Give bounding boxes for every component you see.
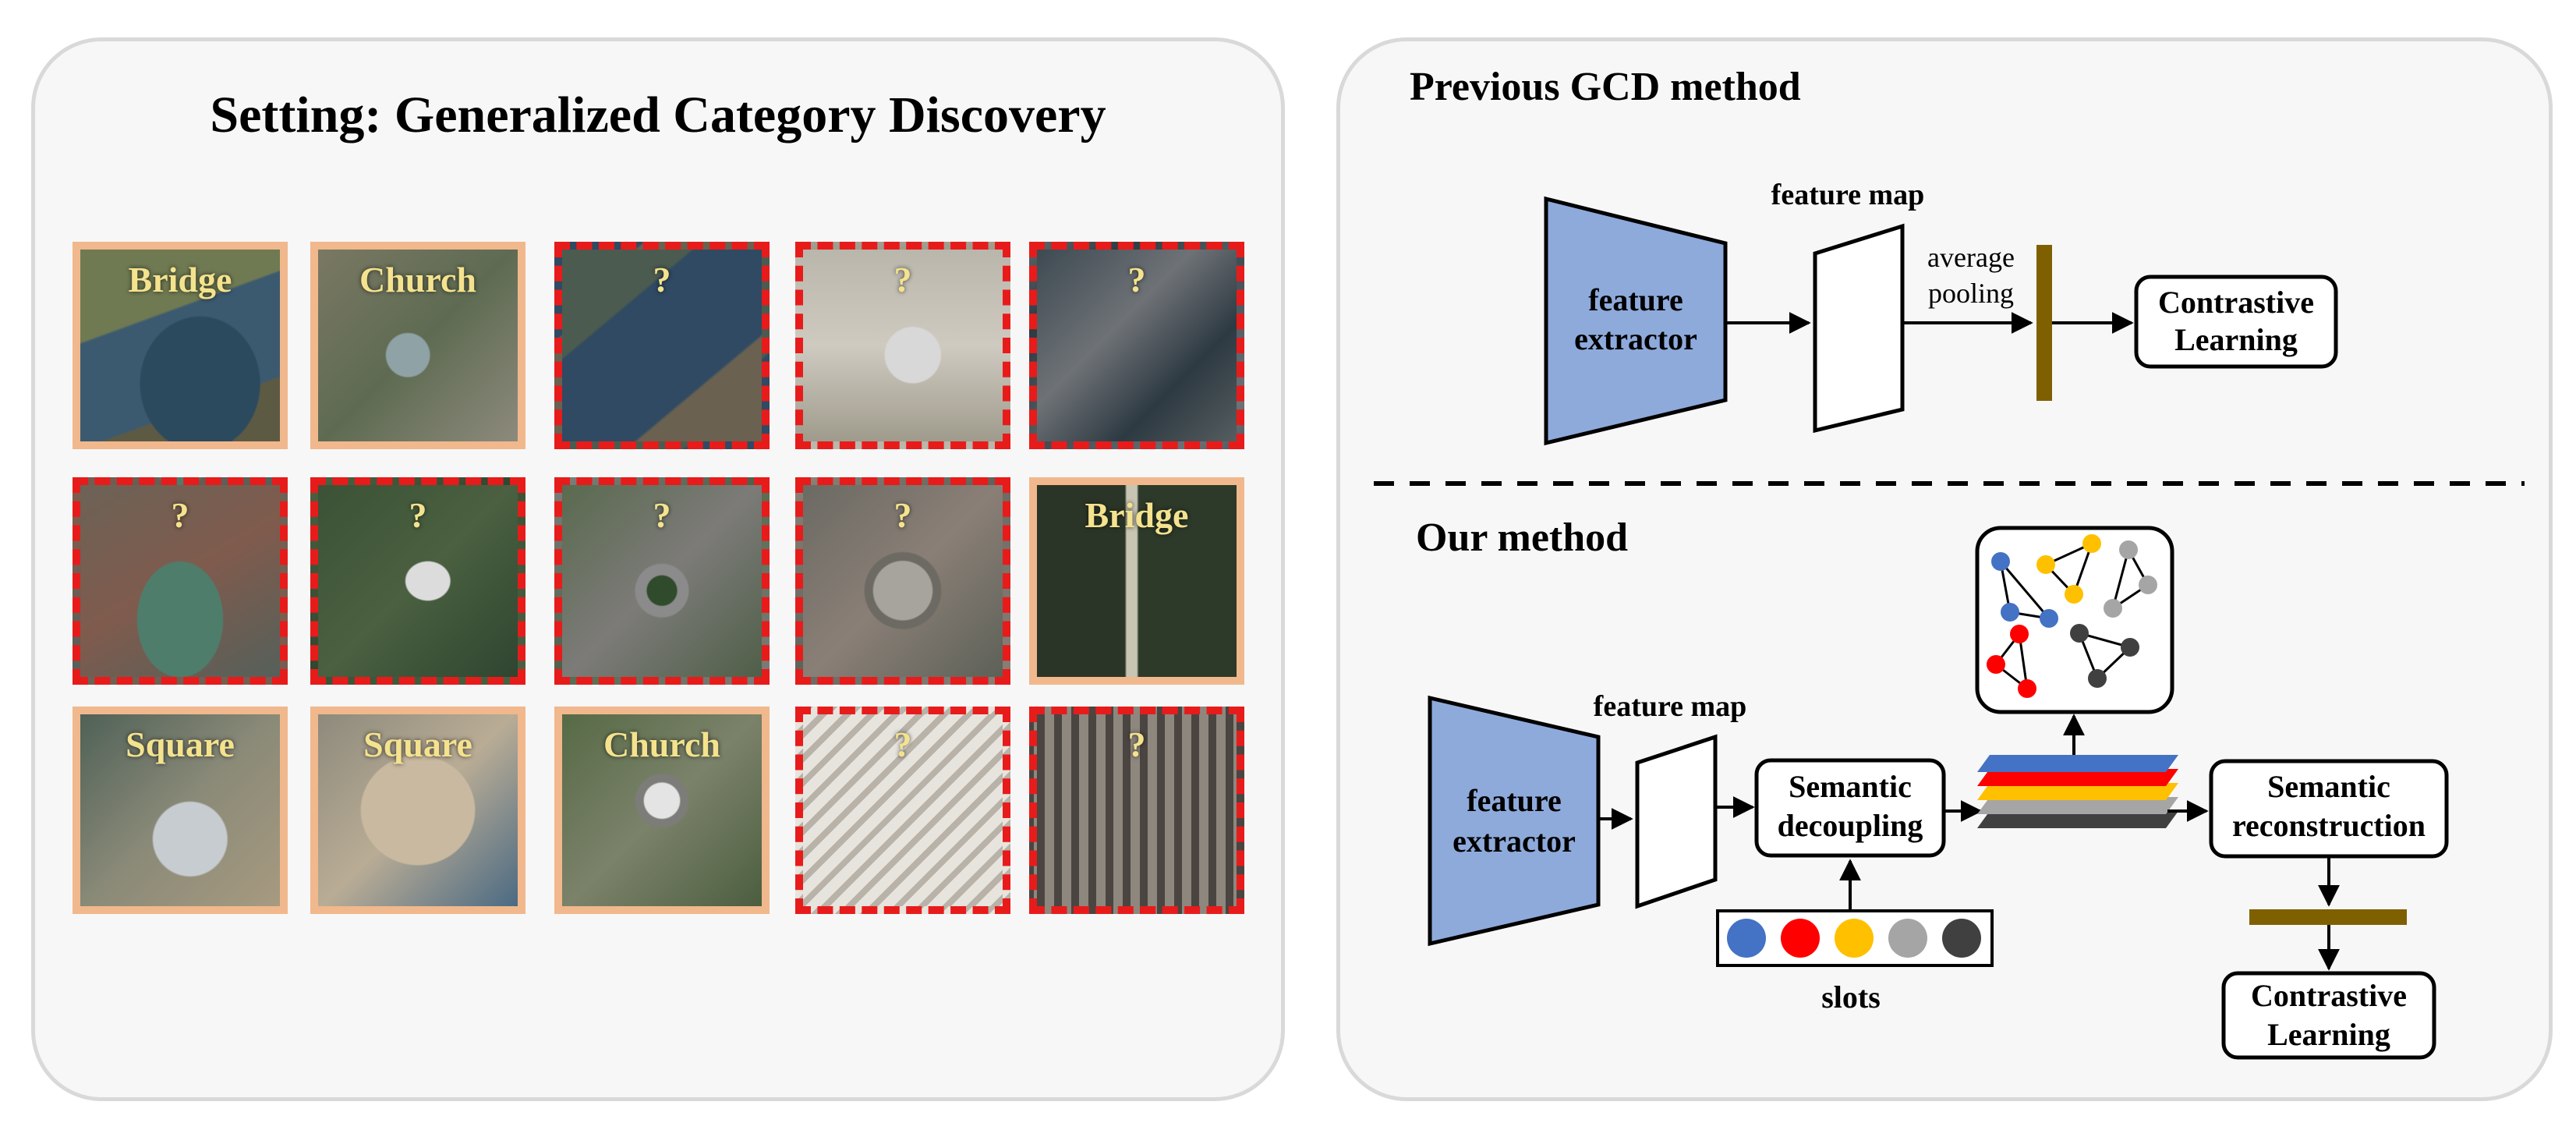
reconstruction-line2: reconstruction (2232, 808, 2426, 843)
image-label: ? (171, 495, 189, 535)
labeled-image-10: Bridge (1029, 477, 1244, 685)
image-label: ? (893, 495, 912, 535)
graph-node-2-1 (2036, 555, 2055, 574)
image-label: Bridge (1085, 495, 1189, 535)
unlabeled-image-9: ? (795, 477, 1010, 685)
our-feature-map (1635, 734, 1718, 909)
decoupling-line1: Semantic (1789, 769, 1912, 804)
prev-feature-map-label: feature map (1771, 179, 1925, 211)
relation-graph-box (1975, 526, 2174, 714)
setting-title: Setting: Generalized Category Discovery (210, 87, 1106, 143)
slot-1 (1727, 919, 1766, 958)
graph-node-1-2 (2001, 603, 2019, 622)
decoupling-line2: decoupling (1778, 808, 1923, 843)
image-label: ? (1127, 724, 1146, 764)
slot-plane-5 (1977, 811, 2178, 828)
our-contrastive-box (2221, 971, 2436, 1060)
unlabeled-image-5: ? (1029, 242, 1244, 449)
our-contrastive-line1: Contrastive (2251, 978, 2407, 1013)
graph-node-3-1 (2119, 540, 2138, 559)
prev-feature-extractor (1544, 196, 1728, 446)
our-feature-extractor (1428, 695, 1601, 947)
slot-4 (1888, 919, 1927, 958)
labeled-image-13: Church (554, 707, 770, 914)
slot-feature-stack (1977, 755, 2178, 828)
image-label: ? (893, 724, 912, 764)
image-label: Square (363, 724, 472, 764)
image-label: ? (653, 495, 671, 535)
graph-node-4-3 (2018, 679, 2036, 698)
unlabeled-image-6: ? (73, 477, 288, 685)
graph-node-4-2 (1987, 655, 2005, 674)
image-label: Square (126, 724, 235, 764)
graph-node-1-1 (1991, 552, 2010, 571)
graph-edge-3-3 (2111, 549, 2130, 609)
our-method-title: Our method (1416, 515, 1629, 560)
labeled-image-12: Square (310, 707, 525, 914)
relation-graph (1987, 534, 2157, 698)
slot-5 (1942, 919, 1981, 958)
unlabeled-image-8: ? (554, 477, 770, 685)
reconstruction-line1: Semantic (2267, 769, 2390, 804)
our-feature-map-label: feature map (1594, 690, 1747, 723)
slot-dots (1727, 919, 1981, 958)
slot-plane-4 (1977, 797, 2178, 814)
pooling-line2: pooling (1928, 278, 2014, 309)
labeled-image-1: Bridge (73, 242, 288, 449)
unlabeled-image-7: ? (310, 477, 525, 685)
prev-contrastive-line2: Learning (2174, 322, 2298, 357)
graph-node-5-3 (2088, 669, 2107, 688)
image-label: ? (653, 260, 671, 299)
unlabeled-image-3: ? (554, 242, 770, 449)
slot-plane-3 (1977, 783, 2178, 800)
our-extractor-line1: feature (1467, 783, 1561, 818)
image-label: ? (1127, 260, 1146, 299)
prev-extractor-line1: feature (1588, 282, 1683, 317)
prev-contrastive-box (2134, 275, 2338, 369)
image-label: Church (359, 260, 476, 299)
graph-node-1-3 (2040, 609, 2058, 628)
image-label: Church (603, 724, 720, 764)
graph-node-3-3 (2104, 599, 2122, 618)
graph-node-5-2 (2121, 638, 2139, 657)
prev-extractor-line2: extractor (1574, 321, 1697, 356)
slot-2 (1781, 919, 1820, 958)
graph-node-5-1 (2070, 624, 2089, 643)
slot-plane-2 (1977, 769, 2178, 786)
unlabeled-image-14: ? (795, 707, 1010, 914)
prev-pooled-vector (2036, 245, 2052, 401)
pooling-line1: average (1927, 242, 2015, 273)
labeled-image-11: Square (73, 707, 288, 914)
graph-node-4-1 (2010, 625, 2029, 643)
image-label: ? (893, 260, 912, 299)
image-label: Bridge (128, 260, 232, 299)
our-pooled-vector (2249, 909, 2407, 925)
image-label: ? (409, 495, 427, 535)
our-contrastive-line2: Learning (2267, 1017, 2390, 1052)
prev-feature-map (1813, 223, 1905, 434)
graph-node-2-2 (2082, 534, 2101, 553)
unlabeled-image-4: ? (795, 242, 1010, 449)
unlabeled-image-15: ? (1029, 707, 1244, 914)
semantic-decoupling-box (1754, 758, 1946, 858)
graph-edge-1-3 (1999, 561, 2051, 619)
slot-3 (1835, 919, 1874, 958)
graph-node-2-3 (2065, 585, 2083, 604)
previous-method-title: Previous GCD method (1410, 65, 1801, 109)
our-extractor-line2: extractor (1453, 824, 1576, 859)
labeled-image-2: Church (310, 242, 525, 449)
slot-plane-1 (1977, 755, 2178, 772)
graph-node-3-2 (2139, 576, 2157, 594)
slots-label: slots (1821, 979, 1881, 1015)
prev-contrastive-line1: Contrastive (2158, 285, 2314, 320)
